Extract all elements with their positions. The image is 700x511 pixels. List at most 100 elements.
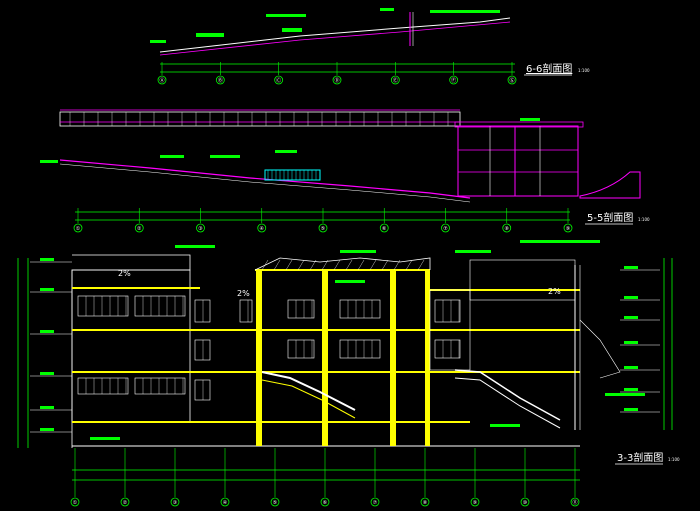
s66-axis-label: Ⓒ <box>276 77 281 84</box>
s55-axis-bubble <box>196 223 205 233</box>
s33-stair-2 <box>261 379 356 419</box>
s55-axis-label: ⑦ <box>443 226 448 232</box>
s55-canopy <box>59 111 461 127</box>
s55-axis-bubble <box>318 223 328 233</box>
s66-axis-bubble <box>215 75 225 85</box>
s33-axis-label: ⑤ <box>273 500 277 506</box>
s33-axis-label: ② <box>123 500 128 506</box>
s55-stair-lines <box>267 170 317 180</box>
s66-title: 6-6剖面图 <box>526 62 572 75</box>
s33-elev-value <box>624 366 638 369</box>
s33-axis-bubble <box>570 497 580 507</box>
s33-window <box>287 339 315 359</box>
s33-truss-member <box>297 259 305 271</box>
s55-axis-label: ① <box>76 226 81 232</box>
s33-slope-mid: 2% <box>237 289 250 298</box>
s33-axis-bubble <box>520 497 530 507</box>
s55-axis-bubble <box>73 223 83 233</box>
s55-axis-bubble <box>134 223 144 233</box>
s33-right-canopy <box>579 319 621 379</box>
s33-truss-lines <box>261 259 425 271</box>
s33-elev-value <box>624 316 638 319</box>
s33-window <box>434 339 461 359</box>
s66-axis-bubble <box>390 75 400 85</box>
s33-axis-label: ⑦ <box>373 500 378 506</box>
s33-left-block <box>71 269 191 423</box>
s33-window <box>287 299 315 319</box>
s33-note-3 <box>455 250 491 253</box>
s33-axis-label: ④ <box>223 500 228 506</box>
s33-column-2 <box>322 270 328 446</box>
s33-elev-value <box>40 330 54 333</box>
s33-slope-right: 2% <box>548 287 561 296</box>
s33-window <box>339 339 381 359</box>
s33-axis-bubble <box>120 497 130 507</box>
s33-note-2 <box>340 250 376 253</box>
s33-mid-block <box>429 289 471 371</box>
s55-canopy-ribs <box>69 112 449 126</box>
s33-note-5 <box>605 393 645 396</box>
s55-stair <box>264 169 321 181</box>
s55-ground-slope-2 <box>59 163 471 203</box>
s33-windows <box>77 295 461 401</box>
s33-elev-value <box>624 296 638 299</box>
s66-note-6 <box>150 40 166 43</box>
s33-elev-value <box>40 428 54 431</box>
s33-note-7 <box>90 437 120 440</box>
s33-axis-bubble <box>470 497 480 507</box>
s33-truss-member <box>405 259 413 271</box>
s55-curved-canopy <box>579 171 641 199</box>
s66-axis-label: Ⓖ <box>509 77 514 84</box>
s33-elev-value <box>624 388 638 391</box>
s55-ground-slope <box>59 159 471 199</box>
s33-note-8 <box>335 280 365 283</box>
s66-axis-label: Ⓐ <box>159 77 164 84</box>
s33-truss-member <box>345 259 353 271</box>
s66-note-1 <box>196 33 224 37</box>
s66-axis-bubble <box>449 75 459 85</box>
s33-window <box>434 299 461 323</box>
s33-window <box>194 339 211 361</box>
s33-window <box>77 377 129 395</box>
s33-truss-member <box>261 259 269 271</box>
s33-elev-value <box>40 258 54 261</box>
s33-upper-right <box>469 259 576 301</box>
s55-note-2 <box>210 155 240 158</box>
s33-elev-value <box>624 266 638 269</box>
s33-title: 3-3剖面图 <box>617 451 663 464</box>
s33-axis-label: ⑩ <box>523 500 528 506</box>
s33-window <box>134 295 186 317</box>
s33-truss-member <box>417 259 425 271</box>
s33-axis-label: ⑥ <box>323 500 328 506</box>
s66-axis-bubble <box>332 75 342 85</box>
s33-note-4 <box>520 240 600 243</box>
s33-truss-member <box>333 259 341 271</box>
s66-roof-profile <box>159 17 511 53</box>
s33-axis-label: ① <box>73 500 78 506</box>
s55-title: 5-5剖面图 <box>587 211 633 224</box>
s55-axis-label: ⑤ <box>321 226 325 232</box>
s66-note-3 <box>266 14 306 17</box>
s33-truss-member <box>357 259 365 271</box>
s33-axis-bubble <box>170 497 180 507</box>
s55-axis-bubble <box>563 223 573 233</box>
s55-axis-bubble <box>257 223 267 233</box>
s33-truss-member <box>393 259 401 271</box>
s33-elev-value <box>624 408 638 411</box>
s66-note-2 <box>282 28 302 32</box>
s33-scale: 1:100 <box>668 457 680 462</box>
s66-axis-bubble <box>274 75 284 85</box>
s55-note-4 <box>40 160 58 163</box>
s33-window <box>77 295 129 317</box>
s33-axis-bubble <box>320 497 330 507</box>
s33-window <box>239 299 253 323</box>
s55-note-1 <box>160 155 184 158</box>
s33-window <box>194 299 211 323</box>
s33-axis-label: ⑪ <box>572 499 577 506</box>
